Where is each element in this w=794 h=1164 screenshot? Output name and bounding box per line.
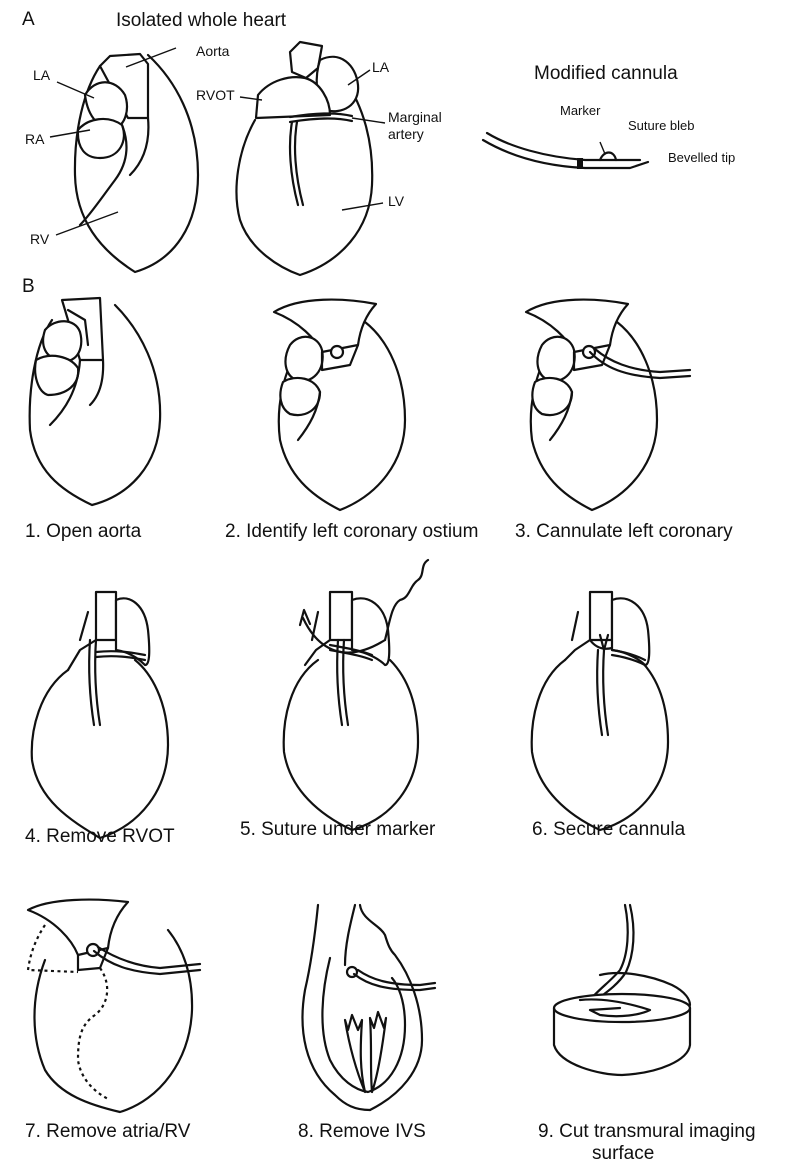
label-marginal-1: Marginal [388,109,442,125]
label-marginal-2: artery [388,126,424,142]
cannula-bevelled-tip-label: Bevelled tip [668,150,735,165]
label-la-left: LA [33,67,51,83]
step-2-caption: 2. Identify left coronary ostium [225,521,478,542]
step-3-caption: 3. Cannulate left coronary [515,521,733,542]
step-6-drawing [532,592,668,830]
cannula-title: Modified cannula [534,63,678,84]
step-8-drawing [303,905,435,1110]
step-4-caption: 4. Remove RVOT [25,826,175,847]
step-7-caption: 7. Remove atria/RV [25,1121,191,1142]
panel-a-letter: A [22,9,35,30]
step-8-caption: 8. Remove IVS [298,1121,426,1142]
panel-b-letter: B [22,276,35,297]
heart-left-view [236,42,385,275]
label-rv: RV [30,231,50,247]
step-1-drawing [30,298,160,505]
cannula-suture-bleb-label: Suture bleb [628,118,695,133]
step-9-caption-line-1: 9. Cut transmural imaging [538,1121,756,1142]
step-6-caption: 6. Secure cannula [532,819,686,840]
step-5-drawing [284,560,428,830]
label-aorta: Aorta [196,43,230,59]
step-7-drawing [28,900,200,1112]
step-9-drawing [554,905,690,1075]
label-la-right: LA [372,59,390,75]
step-1-caption: 1. Open aorta [25,521,142,542]
step-5-caption: 5. Suture under marker [240,819,436,840]
label-ra: RA [25,131,45,147]
step-9-caption-line-2: surface [592,1143,654,1164]
modified-cannula-drawing [483,133,648,169]
panel-a-title: Isolated whole heart [116,10,287,31]
heart-anterior-view [50,48,198,272]
label-lv: LV [388,193,405,209]
step-3-drawing [526,300,690,510]
cannula-marker-label: Marker [560,103,601,118]
label-rvot: RVOT [196,87,235,103]
step-2-drawing [274,300,405,510]
step-4-drawing [32,592,168,838]
